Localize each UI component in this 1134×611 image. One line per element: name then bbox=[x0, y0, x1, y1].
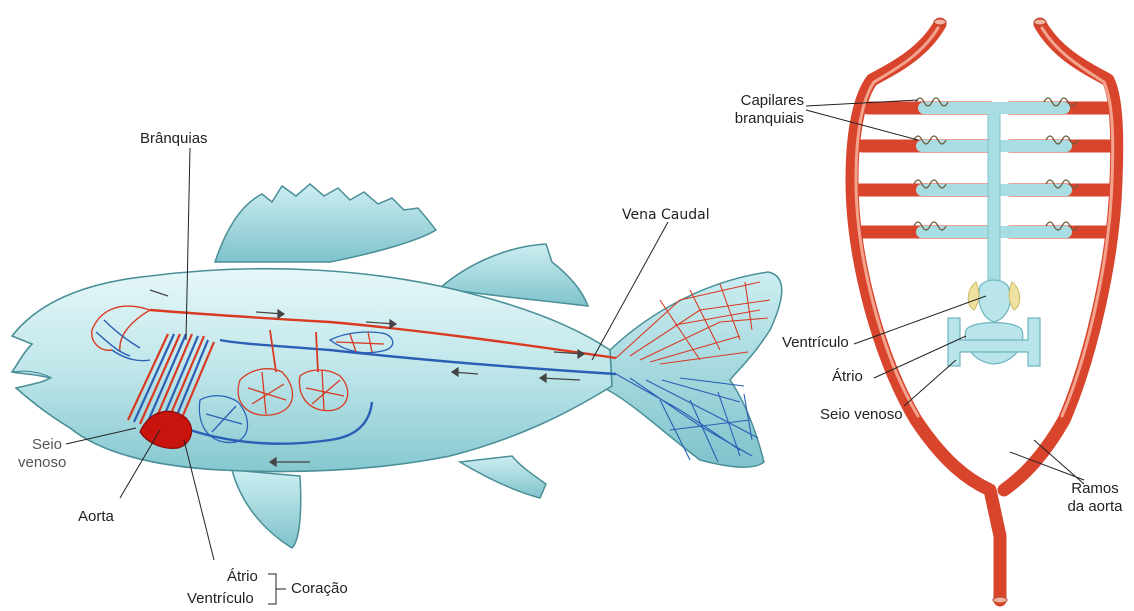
label-aorta: Aorta bbox=[78, 508, 114, 526]
label-seio-venoso: Seio venoso bbox=[18, 436, 62, 472]
fish-illustration bbox=[12, 184, 782, 548]
atrium-left-lobe bbox=[968, 282, 979, 310]
label-branquias: Brânquias bbox=[140, 130, 208, 148]
label-coracao: Coração bbox=[291, 580, 348, 598]
pelvic-fin bbox=[232, 470, 301, 548]
atrium-right-lobe bbox=[1009, 282, 1020, 310]
right-arch-outlet bbox=[1034, 19, 1046, 25]
label-seio-line2: venoso bbox=[18, 454, 62, 472]
label-ramos-line1: Ramos bbox=[1060, 480, 1130, 498]
label-capilares-line2: branquiais bbox=[704, 110, 804, 128]
label-capilares-line1: Capilares bbox=[704, 92, 804, 110]
heart-bracket bbox=[268, 574, 286, 604]
label-capilares: Capilares branquiais bbox=[704, 92, 804, 128]
ventricle bbox=[979, 280, 1011, 322]
seio-venoso-right-leader bbox=[904, 360, 956, 406]
label-ramos-line2: da aorta bbox=[1060, 498, 1130, 516]
label-seio-venoso-right: Seio venoso bbox=[820, 406, 903, 424]
label-ventriculo-right: Ventrículo bbox=[782, 334, 849, 352]
label-atrio: Átrio bbox=[227, 568, 258, 586]
tail-fin bbox=[600, 272, 782, 467]
dorsal-fin bbox=[215, 184, 436, 262]
left-arch-outlet bbox=[934, 19, 946, 25]
anal-fin bbox=[460, 456, 546, 498]
label-ventriculo: Ventrículo bbox=[187, 590, 254, 608]
label-ramos-da-aorta: Ramos da aorta bbox=[1060, 480, 1130, 516]
label-vena-caudal: Vena Caudal bbox=[622, 206, 710, 224]
aorta-outlet bbox=[993, 597, 1007, 603]
label-atrio-right: Átrio bbox=[832, 368, 863, 386]
label-seio-line1: Seio bbox=[18, 436, 62, 454]
